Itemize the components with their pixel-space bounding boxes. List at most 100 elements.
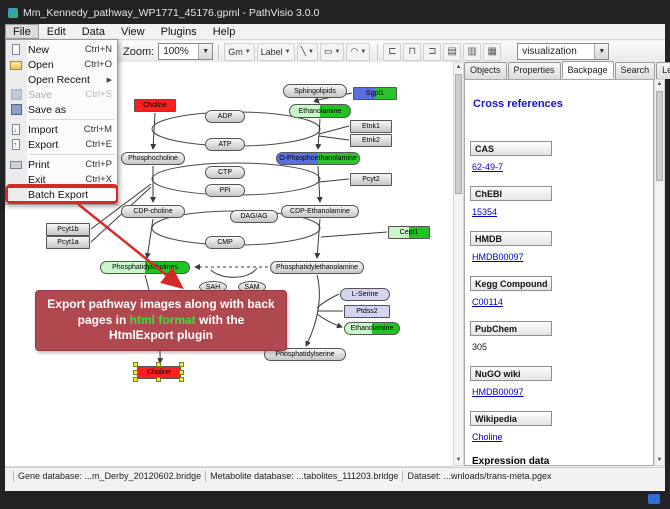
pathway-node-ptdss2-25[interactable]: Ptdss2 xyxy=(344,305,390,318)
export-icon xyxy=(9,138,25,151)
selection-handle[interactable] xyxy=(179,377,184,382)
scroll-down-icon[interactable]: ▼ xyxy=(455,457,462,463)
scroll-down-icon[interactable]: ▼ xyxy=(656,457,663,463)
file-menu-item-save-as[interactable]: Save as xyxy=(6,102,117,117)
selection-handle[interactable] xyxy=(156,377,161,382)
pathway-node-ppi-12[interactable]: PPi xyxy=(205,184,245,197)
pathway-node-o-phosphoethanolamine-9[interactable]: O-Phosphoethanolamine xyxy=(276,152,360,165)
menu-item-shortcut: Ctrl+O xyxy=(84,59,112,70)
align-center-icon: ⊓ xyxy=(408,46,417,57)
file-menu-item-open-recent[interactable]: Open Recent▶ xyxy=(6,72,117,87)
save-icon xyxy=(9,88,25,101)
menu-file[interactable]: File xyxy=(5,24,39,39)
chevron-down-icon[interactable]: ▼ xyxy=(360,48,367,55)
selection-handle[interactable] xyxy=(133,362,138,367)
pathway-node-phosphatidylserine-27[interactable]: Phosphatidylserine xyxy=(264,348,346,361)
datanode-tool-button[interactable]: Gm▼ xyxy=(224,42,255,61)
pathway-node-cdp-ethanolamine-15[interactable]: CDP-Ethanolamine xyxy=(281,205,359,218)
backpage-value-chebi[interactable]: 15354 xyxy=(472,207,498,217)
menu-help[interactable]: Help xyxy=(212,26,236,38)
chevron-down-icon[interactable]: ▼ xyxy=(284,48,291,55)
stack-vertical-button[interactable]: ▤ xyxy=(443,42,462,61)
tab-backpage[interactable]: Backpage xyxy=(561,61,614,78)
scroll-up-icon[interactable]: ▲ xyxy=(455,64,462,70)
tab-legend[interactable]: Legend xyxy=(656,62,670,79)
annotation-text-after: with the HtmlExport plugin xyxy=(109,312,245,343)
pathway-node-pcyt1a-19[interactable]: Pcyt1a xyxy=(46,236,90,249)
selection-handle[interactable] xyxy=(156,362,161,367)
vertical-scroll-thumb[interactable] xyxy=(455,74,462,194)
chevron-down-icon[interactable]: ▼ xyxy=(244,48,251,55)
backpage-value-kegg-compound[interactable]: C00114 xyxy=(472,297,503,307)
chevron-down-icon[interactable]: ▼ xyxy=(198,44,213,59)
pathway-node-l-serine-24[interactable]: L-Serine xyxy=(340,288,390,301)
pathway-node-phosphatidylcholines-20[interactable]: Phosphatidylcholines xyxy=(100,261,190,274)
pathway-node-cept1-16[interactable]: Cept1 xyxy=(388,226,430,239)
pathway-node-phosphatidylethanolamine-21[interactable]: Phosphatidylethanolamine xyxy=(270,261,364,274)
chevron-down-icon[interactable]: ▼ xyxy=(594,44,609,59)
status-bar: Gene database: ...m_Derby_20120602.bridg… xyxy=(5,467,665,491)
pathway-node-choline-2[interactable]: Choline xyxy=(134,99,176,112)
menu-view[interactable]: View xyxy=(120,26,145,38)
tab-properties[interactable]: Properties xyxy=(507,62,561,79)
pathway-node-sphingolipids-0[interactable]: Sphingolipids xyxy=(283,84,347,98)
backpage-value-nugo-wiki[interactable]: HMDB00097 xyxy=(472,387,524,397)
pathway-node-ctp-10[interactable]: CTP xyxy=(205,166,245,179)
connector-tool-button[interactable]: ◠▼ xyxy=(346,42,371,61)
pathway-node-atp-7[interactable]: ATP xyxy=(205,138,245,151)
toolbar-separator xyxy=(218,43,220,60)
line-tool-button[interactable]: ╲▼ xyxy=(296,42,318,61)
pathway-node-cmp-17[interactable]: CMP xyxy=(205,236,245,249)
menu-item-shortcut: Ctrl+X xyxy=(85,174,112,185)
common-size-button[interactable]: ▦ xyxy=(483,42,502,61)
align-center-button[interactable]: ⊓ xyxy=(403,42,422,61)
backpage-value-cas[interactable]: 62-49-7 xyxy=(472,162,504,172)
label-tool-button[interactable]: Label▼ xyxy=(256,42,295,61)
backpage-value-hmdb[interactable]: HMDB00097 xyxy=(472,252,524,262)
align-left-icon: ⊏ xyxy=(388,46,397,57)
scroll-up-icon[interactable]: ▲ xyxy=(656,81,663,87)
chevron-down-icon[interactable]: ▼ xyxy=(334,48,341,55)
canvas-vertical-scrollbar[interactable]: ▲ ▼ xyxy=(453,62,464,466)
selection-handle[interactable] xyxy=(133,377,138,382)
backpage-value-wikipedia[interactable]: Choline xyxy=(472,432,503,442)
pathway-node-adp-4[interactable]: ADP xyxy=(205,110,245,123)
selection-handle[interactable] xyxy=(179,362,184,367)
align-right-button[interactable]: ⊐ xyxy=(423,42,442,61)
app-logo-icon xyxy=(8,8,18,18)
pathway-node-dag-ag-14[interactable]: DAG/AG xyxy=(230,210,278,223)
crossref-title: Cross references xyxy=(473,98,563,110)
stack-horizontal-button[interactable]: ▥ xyxy=(463,42,482,61)
pathway-node-phosphocholine-8[interactable]: Phosphocholine xyxy=(121,152,185,165)
panel-vertical-scrollbar[interactable]: ▲ ▼ xyxy=(654,79,665,466)
selection-handle[interactable] xyxy=(133,369,138,375)
align-left-button[interactable]: ⊏ xyxy=(383,42,402,61)
zoom-combobox[interactable]: 100% ▼ xyxy=(158,43,214,60)
pathway-node-ethanolamine-26[interactable]: Ethanolamine xyxy=(344,322,400,335)
tab-objects[interactable]: Objects xyxy=(464,62,507,79)
pathway-node-cdp-choline-13[interactable]: CDP-choline xyxy=(121,205,185,218)
pathway-node-ethanolamine-3[interactable]: Ethanolamine xyxy=(289,104,351,118)
shape-tool-button[interactable]: ▭▼ xyxy=(320,42,345,61)
tab-search[interactable]: Search xyxy=(614,62,656,79)
panel-scroll-thumb[interactable] xyxy=(656,91,663,181)
pathway-node-sgpl1-1[interactable]: Sgpl1 xyxy=(353,87,397,100)
visualization-combobox[interactable]: visualization ▼ xyxy=(517,43,610,60)
menu-plugins[interactable]: Plugins xyxy=(160,26,197,38)
pathway-node-pcyt2-11[interactable]: Pcyt2 xyxy=(350,173,392,186)
pathway-node-etnk1-5[interactable]: Etnk1 xyxy=(350,120,392,133)
selection-handle[interactable] xyxy=(179,369,184,375)
menu-data[interactable]: Data xyxy=(81,26,105,38)
pathway-node-pcyt1b-18[interactable]: Pcyt1b xyxy=(46,223,90,236)
pathway-node-etnk2-6[interactable]: Etnk2 xyxy=(350,134,392,147)
menu-edit[interactable]: Edit xyxy=(46,26,66,38)
file-menu-item-batch-export[interactable]: Batch Export xyxy=(5,186,118,203)
chevron-down-icon[interactable]: ▼ xyxy=(308,48,314,55)
